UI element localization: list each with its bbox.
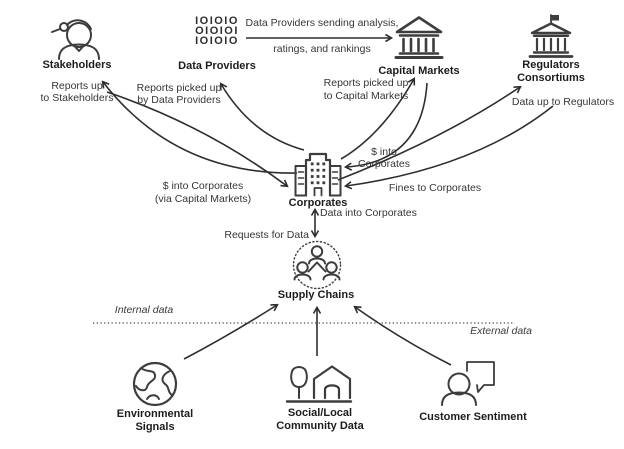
environmental-signals-icon	[132, 361, 178, 407]
customer-sentiment-icon	[441, 361, 495, 406]
supply-chains-icon	[292, 240, 342, 290]
regulators-label: Regulators Consortiums	[517, 59, 585, 84]
corporates-icon	[294, 152, 342, 197]
edge-label-money-via-capital-markets: $ into Corporates (via Capital Markets)	[154, 180, 252, 205]
customer-sentiment-label: Customer Sentiment	[419, 411, 527, 423]
external-data-label: External data	[470, 325, 532, 337]
arrow-environmental-to-supply-chains	[183, 303, 279, 360]
edge-label-dp-sending-1: Data Providers sending analysis,	[245, 17, 399, 29]
edge-label-data-into-corporates: Data into Corporates	[320, 207, 417, 219]
social-local-community-icon	[285, 365, 353, 403]
arrow-stakeholders-to-corporates	[106, 91, 289, 188]
arrow-corporates-to-data-providers	[219, 82, 305, 151]
stakeholders-label: Stakeholders	[42, 59, 112, 71]
arrow-corporates-to-regulators	[337, 85, 522, 181]
edge-label-money-into-corporates: $ into Corporates	[358, 146, 410, 170]
internal-data-label: Internal data	[114, 304, 174, 316]
edge-label-data-up-regulators: Data up to Regulators	[511, 96, 615, 108]
stakeholders-icon	[51, 19, 100, 60]
arrow-customer-to-supply-chains	[353, 305, 452, 366]
data-providers-label: Data Providers	[178, 60, 256, 72]
corporates-label: Corporates	[288, 197, 348, 209]
arrow-regulators-to-corporates	[343, 105, 554, 190]
edge-label-reports-to-stakeholders: Reports up to Stakeholders	[40, 80, 114, 104]
capital-markets-label: Capital Markets	[378, 65, 460, 77]
edge-label-fines-to-corporates: Fines to Corporates	[388, 182, 482, 194]
supply-chains-label: Supply Chains	[277, 289, 355, 301]
arrow-corporates-to-capital-markets	[340, 77, 416, 160]
edge-label-requests-for-data: Requests for Data	[224, 229, 309, 241]
edge-label-dp-sending-2: ratings, and rankings	[273, 43, 371, 55]
edge-label-reports-to-capital-markets: Reports picked up to Capital Markets	[323, 77, 409, 102]
capital-markets-icon	[394, 16, 444, 59]
regulators-icon	[528, 14, 574, 58]
arrow-capital-markets-to-corporates	[343, 82, 428, 171]
edge-label-reports-to-data-providers: Reports picked up by Data Providers	[136, 82, 222, 106]
environmental-signals-label: Environmental Signals	[116, 408, 194, 433]
social-local-label: Social/Local Community Data	[276, 407, 364, 432]
data-providers-binary-icon: IOIOIO OIOIOI IOIOIO	[195, 15, 239, 47]
